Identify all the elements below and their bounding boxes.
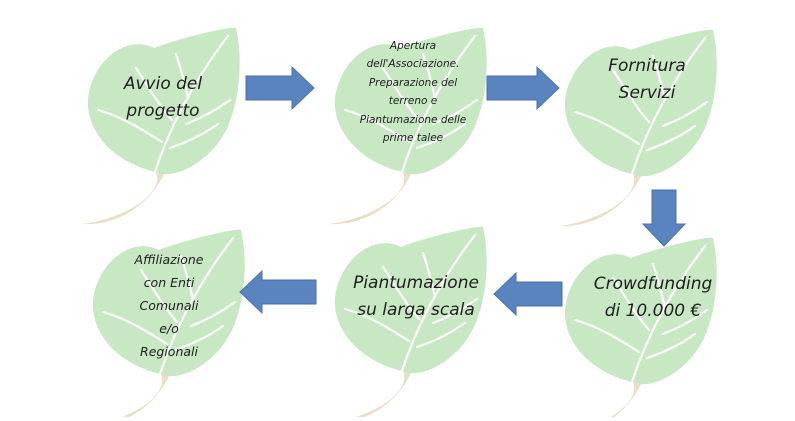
leaf-label-line: con Enti [143,274,195,290]
leaf-label-line: Piantumazione delle [359,113,467,126]
leaf-label-line: Piantumazione [353,273,479,293]
leaf-label-line: di 10.000 € [604,301,702,321]
leaf-label-line: Fornitura [608,56,686,76]
arrow-4-to-5 [493,271,563,317]
leaf-label-line: Crowdfunding [593,274,713,294]
leaf-label-line: Comunali [139,297,199,313]
leaf-label-line: Affiliazione [134,251,204,267]
leaf-label-line: Apertura [389,39,437,52]
leaf-label-line: Preparazione del [368,76,458,89]
leaf-label-apertura-associazione: Apertura dell'Associazione. Preparazione d… [333,22,493,162]
leaf-label-line: su larga scala [357,300,475,320]
leaf-label-line: e/o [159,320,179,336]
leaf-label-line: prime talee [382,132,444,144]
leaf-label-piantumazione-larga-scala: Piantumazione su larga scala [336,227,496,367]
arrow-5-to-6 [239,269,317,315]
arrow-3-to-4 [641,189,687,247]
leaf-label-line: dell'Associazione. [366,58,460,70]
leaf-label-line: Avvio del [123,74,203,94]
leaf-label-line: terreno e [388,95,438,107]
leaf-label-crowdfunding: Crowdfunding di 10.000 € [573,228,733,368]
leaf-label-line: progetto [126,101,200,121]
arrow-2-to-3 [486,65,560,111]
arrow-1-to-2 [245,65,315,111]
leaf-label-line: Servizi [618,83,676,103]
leaf-label-avvio-progetto: Avvio del progetto [83,28,243,168]
leaf-label-line: Regionali [140,343,198,359]
